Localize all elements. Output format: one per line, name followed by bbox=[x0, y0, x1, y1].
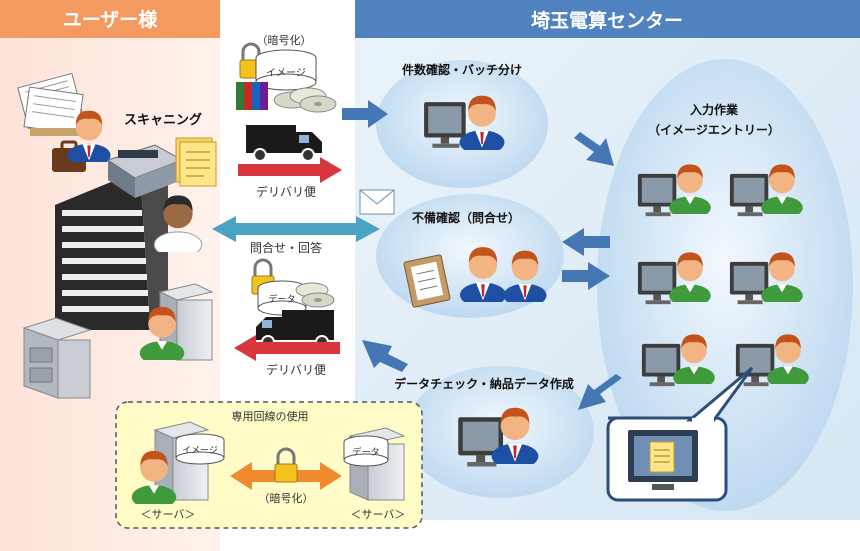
right-data-disk-label: データ bbox=[352, 446, 379, 458]
lock-icon-dedicated bbox=[274, 447, 298, 483]
data-check-label: データチェック・納品データ作成 bbox=[394, 376, 574, 391]
server-label-right: ＜サーバ＞ bbox=[351, 508, 406, 521]
count-check-label: 件数確認・バッチ分け bbox=[402, 62, 522, 77]
image-disk-label: イメージ bbox=[266, 68, 306, 79]
server-label-left: ＜サーバ＞ bbox=[141, 508, 196, 521]
arrow-to-count-check bbox=[342, 100, 388, 128]
flow-arrows bbox=[342, 100, 622, 410]
defect-check-label: 不備確認（問合せ） bbox=[412, 210, 520, 225]
delivery-bottom-label: デリバリ便 bbox=[266, 362, 326, 377]
arrow-to-data-check bbox=[578, 374, 622, 410]
clipboard-icon bbox=[403, 254, 451, 308]
screen-callout bbox=[606, 366, 754, 502]
delivery-arrow-top bbox=[238, 157, 342, 183]
input-work-label-1: 入力作業 bbox=[690, 102, 739, 117]
user-panel-title: ユーザー様 bbox=[63, 8, 159, 31]
left-image-disk-icon: イメージ bbox=[175, 433, 225, 465]
scanning-label: スキャニング bbox=[124, 112, 202, 128]
office-building-icon bbox=[55, 170, 168, 330]
arrow-from-defect-check bbox=[562, 262, 610, 290]
delivery-top-label: デリバリ便 bbox=[256, 184, 316, 199]
dedicated-line-box: 専用回線の使用 イメージ （暗号化） bbox=[115, 401, 423, 529]
filing-cabinet-icon bbox=[22, 317, 92, 399]
envelope-icon bbox=[359, 189, 395, 215]
encrypt-top-label: （暗号化） bbox=[257, 33, 312, 47]
data-disk-label: データ bbox=[268, 293, 295, 305]
optical-discs-icon bbox=[273, 87, 337, 113]
delivery-arrow-bottom bbox=[234, 335, 340, 361]
left-image-disk-label: イメージ bbox=[182, 446, 218, 456]
inquiry-answer-label: 問合せ・回答 bbox=[250, 240, 322, 255]
right-data-disk-icon: データ bbox=[343, 435, 389, 467]
inquiry-arrow bbox=[212, 216, 380, 242]
image-disk-icon: イメージ bbox=[255, 49, 317, 91]
arrow-to-defect-check bbox=[562, 228, 610, 256]
scan-documents-icon bbox=[175, 137, 217, 187]
delivery-truck-top-icon bbox=[246, 125, 322, 162]
arrow-to-delivery-bottom bbox=[362, 340, 408, 372]
delivery-truck-bottom-icon bbox=[256, 310, 334, 349]
optical-discs-bottom-icon bbox=[295, 282, 335, 308]
input-work-label-2: （イメージエントリー） bbox=[648, 122, 780, 137]
dedicated-line-title: 専用回線の使用 bbox=[232, 409, 309, 423]
document-stack-icon bbox=[17, 72, 84, 136]
scanner-icon bbox=[106, 144, 184, 198]
binders-icon bbox=[236, 82, 268, 110]
center-panel-title: 埼玉電算センター bbox=[531, 9, 683, 32]
dedicated-encrypt-label: （暗号化） bbox=[259, 491, 314, 505]
arrow-to-input-work bbox=[574, 132, 614, 166]
